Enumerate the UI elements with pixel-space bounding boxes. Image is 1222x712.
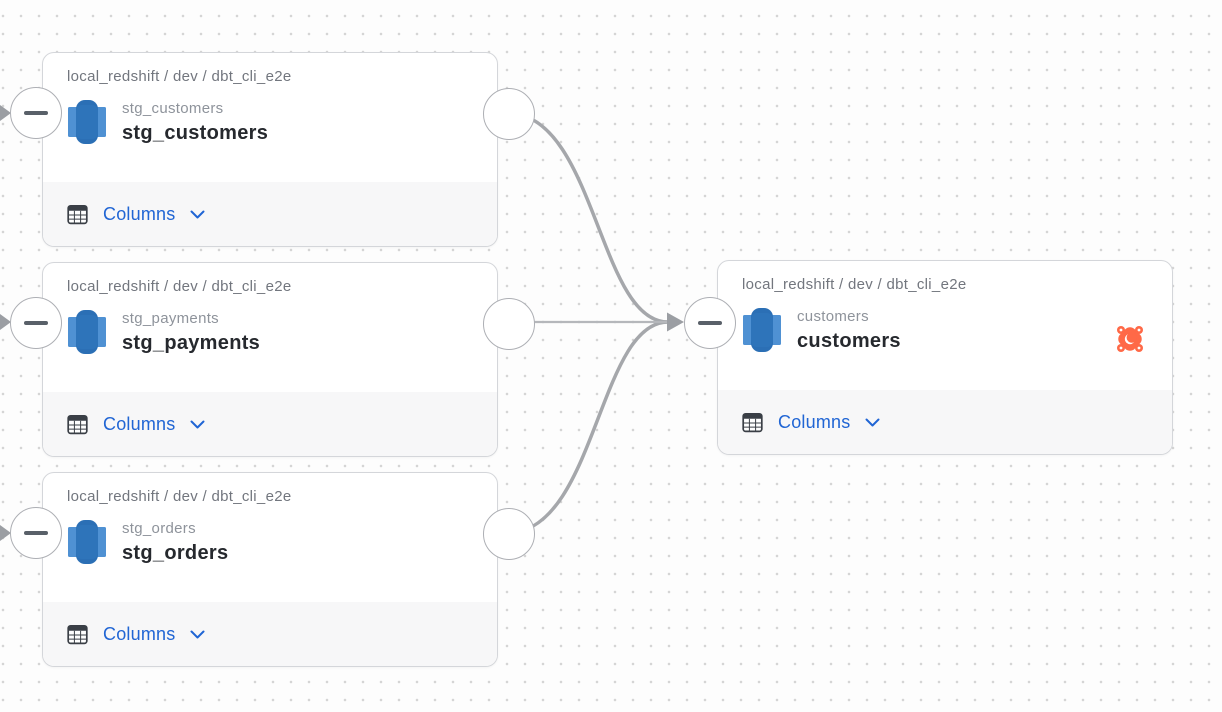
- table-icon: [742, 412, 763, 433]
- asset-title: stg_orders: [122, 541, 229, 564]
- asset-title: stg_payments: [122, 331, 261, 354]
- columns-label: Columns: [103, 413, 176, 434]
- columns-expander[interactable]: Columns: [43, 392, 497, 456]
- entry-arrow-icon: [0, 525, 11, 541]
- redshift-icon: [67, 99, 107, 145]
- redshift-icon: [67, 309, 107, 355]
- lineage-node-customers[interactable]: local_redshift / dev / dbt_cli_e2e custo…: [684, 260, 1173, 455]
- minus-icon: [24, 110, 48, 116]
- lineage-node-stg-customers[interactable]: local_redshift / dev / dbt_cli_e2e stg_c…: [10, 52, 535, 247]
- asset-subtitle: stg_customers: [122, 99, 224, 117]
- columns-expander[interactable]: Columns: [43, 602, 497, 666]
- dbt-icon: [1115, 324, 1145, 354]
- collapse-upstream-handle[interactable]: [684, 297, 736, 349]
- breadcrumb: local_redshift / dev / dbt_cli_e2e: [67, 278, 292, 295]
- asset-title: stg_customers: [122, 121, 269, 144]
- downstream-connector-handle[interactable]: [483, 88, 535, 140]
- columns-label: Columns: [778, 411, 851, 432]
- breadcrumb: local_redshift / dev / dbt_cli_e2e: [742, 276, 967, 293]
- asset-subtitle: customers: [797, 307, 869, 325]
- downstream-connector-handle[interactable]: [483, 298, 535, 350]
- chevron-down-icon[interactable]: [190, 420, 205, 429]
- node-header: local_redshift / dev / dbt_cli_e2e stg_p…: [43, 263, 497, 355]
- table-icon: [67, 414, 88, 435]
- columns-label: Columns: [103, 203, 176, 224]
- columns-label: Columns: [103, 623, 176, 644]
- collapse-upstream-handle[interactable]: [10, 507, 62, 559]
- redshift-icon: [67, 519, 107, 565]
- redshift-icon: [742, 307, 782, 353]
- minus-icon: [24, 530, 48, 536]
- minus-icon: [698, 320, 722, 326]
- collapse-upstream-handle[interactable]: [10, 87, 62, 139]
- columns-expander[interactable]: Columns: [43, 182, 497, 246]
- lineage-node-stg-orders[interactable]: local_redshift / dev / dbt_cli_e2e stg_o…: [10, 472, 535, 667]
- edge-stg-customers-to-customers[interactable]: [506, 111, 669, 324]
- node-header: local_redshift / dev / dbt_cli_e2e stg_c…: [43, 53, 497, 145]
- chevron-down-icon[interactable]: [190, 630, 205, 639]
- edge-arrowhead-icon: [667, 312, 684, 332]
- lineage-node-stg-payments[interactable]: local_redshift / dev / dbt_cli_e2e stg_p…: [10, 262, 535, 457]
- chevron-down-icon[interactable]: [865, 418, 880, 427]
- table-icon: [67, 624, 88, 645]
- collapse-upstream-handle[interactable]: [10, 297, 62, 349]
- breadcrumb: local_redshift / dev / dbt_cli_e2e: [67, 68, 292, 85]
- entry-arrow-icon: [0, 105, 11, 121]
- minus-icon: [24, 320, 48, 326]
- node-header: local_redshift / dev / dbt_cli_e2e stg_o…: [43, 473, 497, 565]
- downstream-connector-handle[interactable]: [483, 508, 535, 560]
- chevron-down-icon[interactable]: [190, 210, 205, 219]
- asset-title: customers: [797, 329, 901, 352]
- asset-subtitle: stg_payments: [122, 309, 219, 327]
- asset-subtitle: stg_orders: [122, 519, 196, 537]
- entry-arrow-icon: [0, 314, 11, 330]
- edge-stg-orders-to-customers[interactable]: [506, 320, 669, 535]
- breadcrumb: local_redshift / dev / dbt_cli_e2e: [67, 488, 292, 505]
- columns-expander[interactable]: Columns: [718, 390, 1172, 454]
- node-header: local_redshift / dev / dbt_cli_e2e custo…: [718, 261, 1172, 353]
- table-icon: [67, 204, 88, 225]
